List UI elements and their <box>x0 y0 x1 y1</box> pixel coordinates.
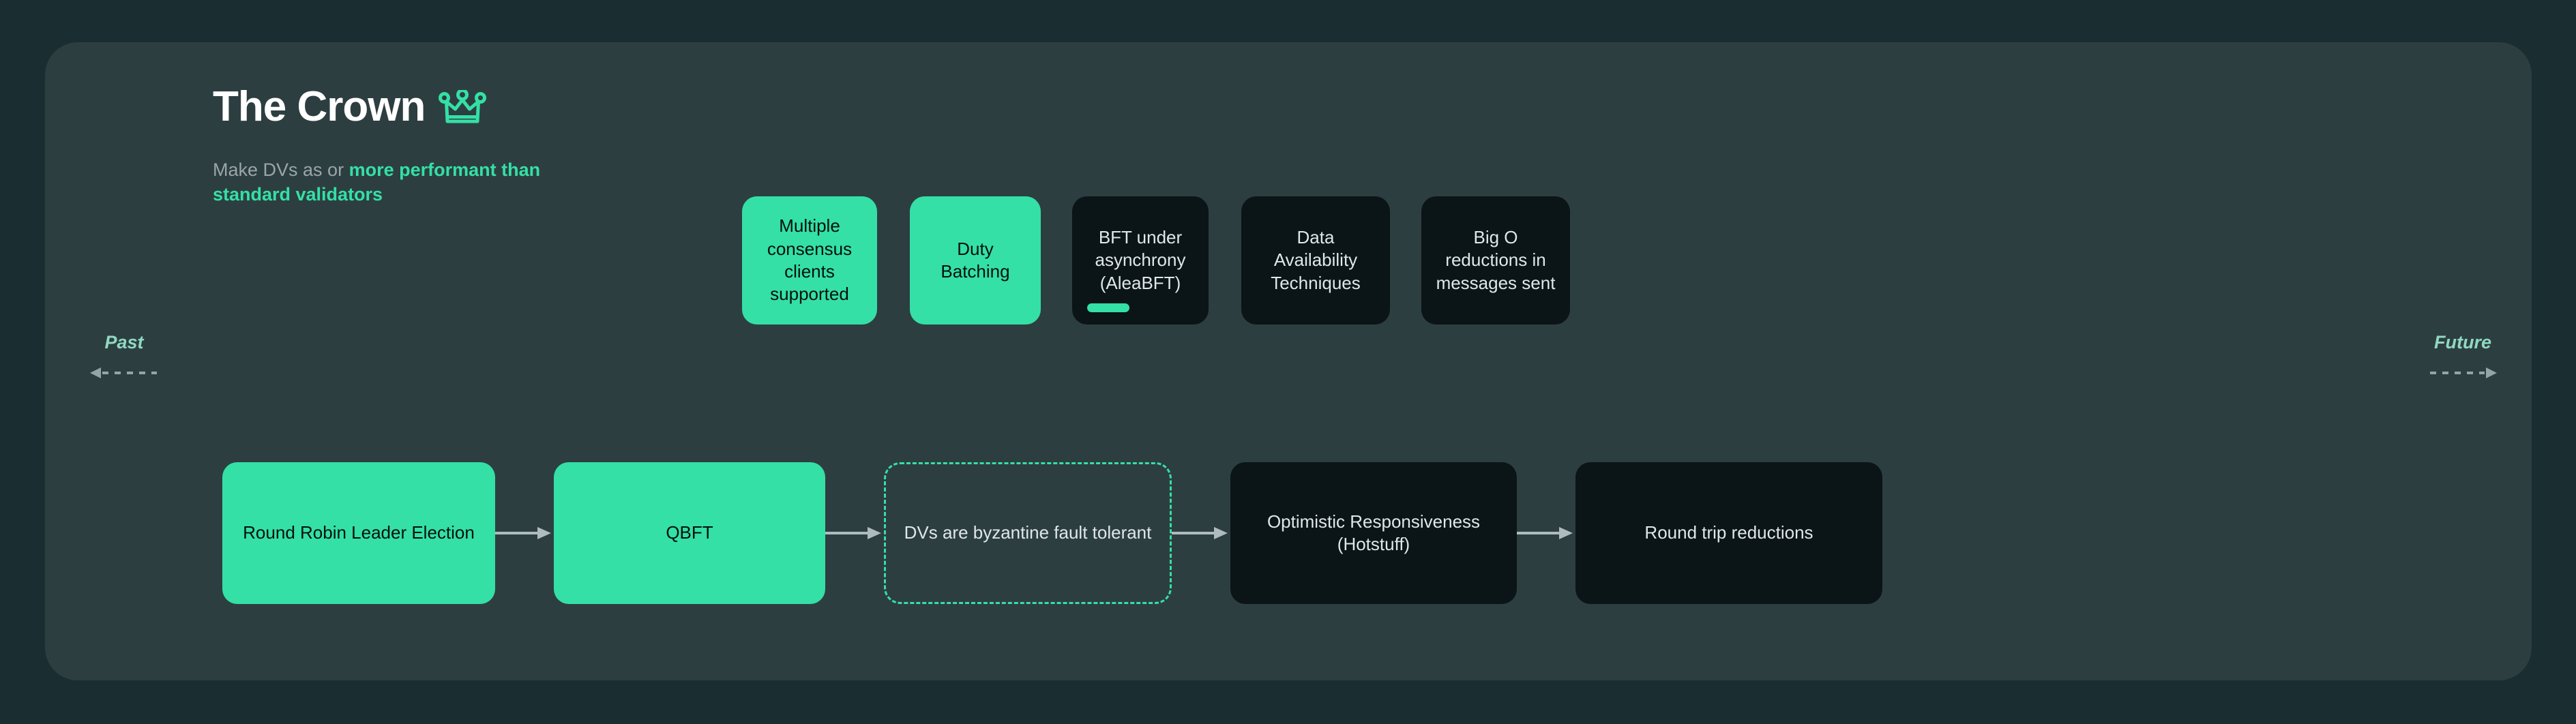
card-multiple-consensus-clients[interactable]: Multiple consensus clients supported <box>742 196 877 325</box>
timeline-marker-past: Past <box>90 332 158 379</box>
card-label: Round Robin Leader Election <box>243 522 475 543</box>
crown-icon <box>439 90 487 123</box>
card-big-o-reductions[interactable]: Big O reductions in messages sent <box>1421 196 1570 325</box>
card-round-trip-reductions[interactable]: Round trip reductions <box>1575 462 1882 604</box>
arrow-connector-icon <box>825 527 881 539</box>
card-label: Multiple consensus clients supported <box>767 215 853 305</box>
card-label: Big O reductions in messages sent <box>1436 227 1556 293</box>
future-label: Future <box>2434 332 2491 352</box>
bottom-card-row: Round Robin Leader Election QBFT DVs are… <box>222 462 1882 604</box>
card-bft-under-asynchrony[interactable]: BFT under asynchrony (AleaBFT) <box>1072 196 1209 325</box>
card-duty-batching[interactable]: Duty Batching <box>910 196 1041 325</box>
card-label: Duty Batching <box>941 238 1010 282</box>
subtitle-accent: more performant than standard validators <box>213 160 541 205</box>
page-title: The Crown <box>213 83 426 130</box>
past-label: Past <box>104 332 144 352</box>
card-data-availability-techniques[interactable]: Data Availability Techniques <box>1241 196 1390 325</box>
card-label: DVs are byzantine fault tolerant <box>904 522 1152 543</box>
top-card-row: Multiple consensus clients supported Dut… <box>742 196 1570 325</box>
progress-indicator <box>1087 303 1129 312</box>
card-label: QBFT <box>666 522 713 543</box>
timeline-marker-future: Future <box>2429 332 2497 379</box>
card-label: BFT under asynchrony (AleaBFT) <box>1095 227 1186 293</box>
card-optimistic-responsiveness[interactable]: Optimistic Responsiveness (Hotstuff) <box>1230 462 1517 604</box>
title-row: The Crown <box>213 86 649 128</box>
card-dvs-byzantine-fault-tolerant[interactable]: DVs are byzantine fault tolerant <box>884 462 1172 604</box>
card-qbft[interactable]: QBFT <box>554 462 825 604</box>
arrow-connector-icon <box>1517 527 1573 539</box>
subtitle: Make DVs as or more performant than stan… <box>213 158 554 207</box>
card-round-robin-leader-election[interactable]: Round Robin Leader Election <box>222 462 495 604</box>
card-label: Optimistic Responsiveness (Hotstuff) <box>1267 511 1481 554</box>
past-arrow-icon <box>90 367 157 378</box>
header-block: The Crown Make DVs as or more performant… <box>213 86 649 207</box>
arrow-connector-icon <box>1172 527 1228 539</box>
arrow-connector-icon <box>495 527 551 539</box>
card-label: Round trip reductions <box>1644 522 1813 543</box>
subtitle-muted: Make DVs as or <box>213 160 349 180</box>
card-label: Data Availability Techniques <box>1271 227 1361 293</box>
future-arrow-icon <box>2430 367 2497 378</box>
